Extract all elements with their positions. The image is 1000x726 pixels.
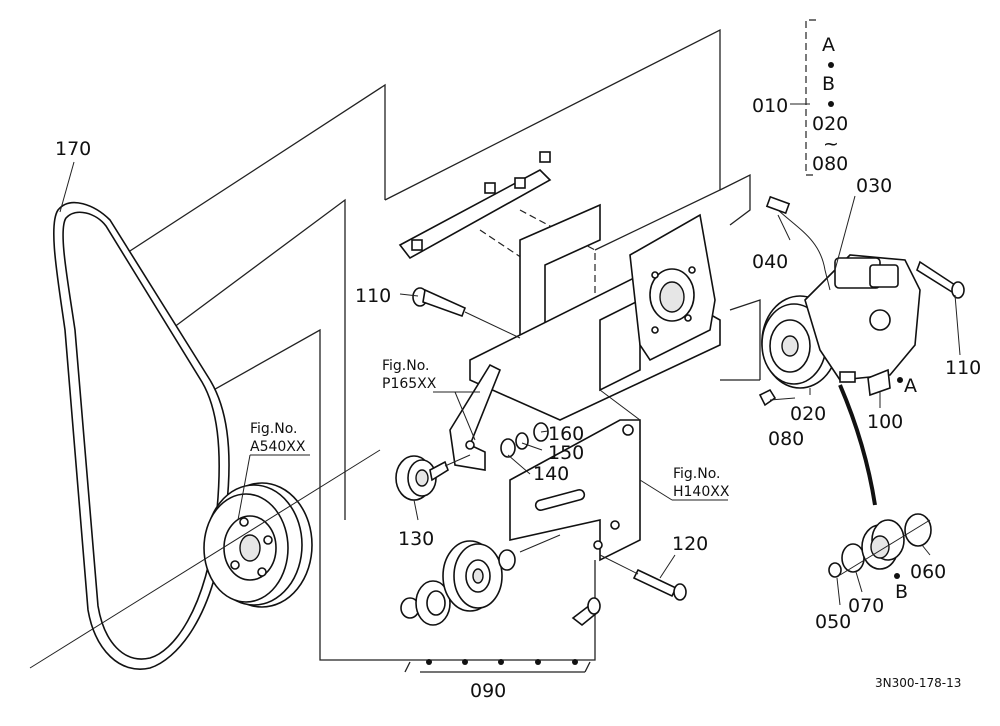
label-080: 080 xyxy=(768,428,804,450)
tilde: ~ xyxy=(823,133,839,155)
label-170: 170 xyxy=(55,138,91,160)
label-080-top: 080 xyxy=(812,153,848,175)
bolt-110-left xyxy=(412,287,521,339)
label-090: 090 xyxy=(470,680,506,702)
label-140: 140 xyxy=(533,463,569,485)
label-020: 020 xyxy=(790,403,826,425)
leader-lines xyxy=(59,19,961,606)
compressor xyxy=(758,195,965,506)
label-010: 010 xyxy=(752,95,788,117)
drawing-code: 3N300-178-13 xyxy=(875,676,961,690)
bolt-120 xyxy=(599,554,687,601)
part-labels: 170 110 110 010 A B 020 ~ 080 030 040 02… xyxy=(55,34,981,702)
ref-a-top: A xyxy=(822,34,835,56)
washers xyxy=(500,422,549,458)
pulley-set-090 xyxy=(400,534,601,673)
label-120: 120 xyxy=(672,533,708,555)
fig-ref-code-h140: H140XX xyxy=(673,484,730,500)
label-100: 100 xyxy=(867,411,903,433)
fig-ref-code-p165: P165XX xyxy=(382,376,437,392)
frame-lines xyxy=(69,28,761,661)
label-070: 070 xyxy=(848,595,884,617)
label-150: 150 xyxy=(548,442,584,464)
fig-ref-label-p165: Fig.No. xyxy=(382,358,430,374)
v-belt xyxy=(53,201,230,670)
ref-b-top: B xyxy=(822,73,835,95)
mounting-brackets xyxy=(398,151,721,562)
fig-ref-label-a540: Fig.No. xyxy=(250,421,298,437)
clutch-parts xyxy=(828,513,932,578)
label-160: 160 xyxy=(548,423,584,445)
label-030: 030 xyxy=(856,175,892,197)
label-050: 050 xyxy=(815,611,851,633)
ref-b: B xyxy=(895,581,908,603)
ref-a: A xyxy=(904,375,917,397)
fig-ref-code-a540: A540XX xyxy=(250,439,306,455)
label-060: 060 xyxy=(910,561,946,583)
fig-ref-label-h140: Fig.No. xyxy=(673,466,721,482)
label-130: 130 xyxy=(398,528,434,550)
marker-dots xyxy=(426,62,903,665)
idler-pulley-130 xyxy=(395,454,471,501)
crank-pulley xyxy=(29,449,381,669)
label-110-left: 110 xyxy=(355,285,391,307)
label-020-top: 020 xyxy=(812,113,848,135)
label-110-right: 110 xyxy=(945,357,981,379)
label-040: 040 xyxy=(752,251,788,273)
figure-references: Fig.No. P165XX Fig.No. A540XX Fig.No. H1… xyxy=(250,358,730,500)
